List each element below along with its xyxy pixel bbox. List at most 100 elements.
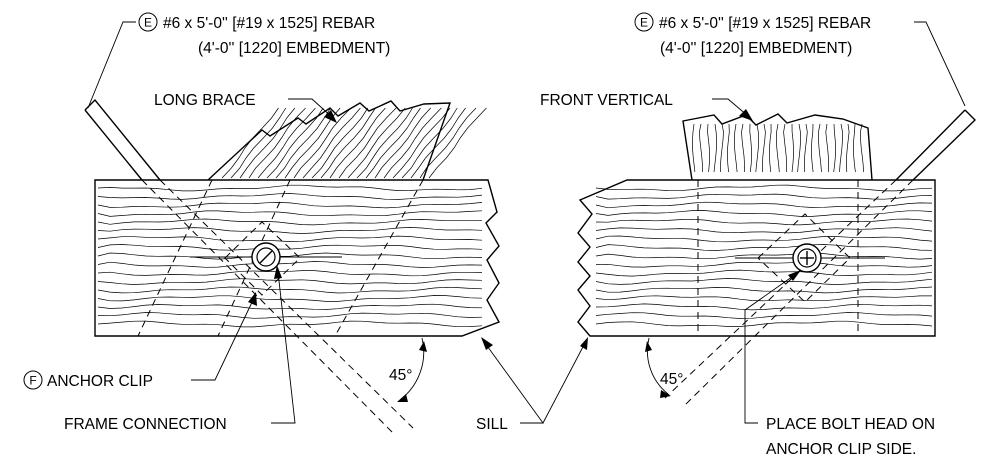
wood-grain-line [97, 261, 483, 268]
wood-grain-line [97, 303, 483, 310]
wood-grain-line [97, 278, 483, 285]
rebar-left-callout-line1: #6 x 5'-0'' [#19 x 1525] REBAR [163, 15, 375, 32]
wood-grain-line [428, 107, 487, 179]
wood-grain-line [356, 107, 413, 179]
wood-grain-line [266, 107, 324, 179]
wood-grain-line [338, 107, 397, 179]
wood-grain-line [825, 123, 829, 173]
wood-grain-line [595, 210, 933, 217]
wood-grain-line [97, 244, 483, 251]
wood-grain-line [595, 201, 933, 209]
wood-grain-line [97, 184, 483, 192]
wood-grain-line [595, 286, 933, 294]
wood-grain-line [860, 123, 864, 173]
left-bolt [190, 242, 342, 272]
wood-grain-line [846, 123, 850, 173]
wood-grain-line [329, 107, 386, 179]
wood-grain-line [741, 123, 745, 172]
wood-grain-line [410, 107, 466, 179]
wood-grain-line [97, 218, 482, 226]
rebar-left-tag: E [144, 16, 152, 30]
wood-grain-line [797, 123, 801, 173]
wood-grain-line [365, 107, 421, 179]
wood-grain-line [769, 123, 772, 173]
wood-grain-line [720, 123, 724, 173]
anchor-clip-tag: F [29, 374, 36, 388]
wood-grain-line [374, 107, 431, 179]
wood-grain-line [275, 107, 331, 179]
right-sill [577, 179, 936, 337]
wood-grain-line [839, 123, 843, 173]
wood-grain-line [248, 107, 306, 179]
wood-grain-line [97, 252, 483, 260]
rebar-right-tag-circle [634, 12, 654, 32]
wood-grain-line [595, 269, 933, 277]
wood-grain-line [595, 218, 933, 226]
wood-grain-line [692, 123, 696, 173]
rebar-left-tag-circle [138, 12, 158, 32]
wood-grain-line [97, 210, 483, 217]
wood-grain-line [707, 123, 710, 173]
wood-grain-line [320, 107, 376, 179]
wood-grain-line [221, 107, 279, 179]
wood-grain-line [97, 286, 483, 294]
rebar-right-callout-line1: #6 x 5'-0'' [#19 x 1525] REBAR [659, 15, 871, 32]
wood-grain-line [713, 123, 717, 173]
wood-grain-line [595, 303, 933, 311]
bolt-note-line2: ANCHOR CLIP SIDE. [766, 441, 916, 458]
left-sill [94, 179, 500, 337]
annotations: E #6 x 5'-0'' [#19 x 1525] REBAR (4'-0''… [23, 12, 935, 458]
wood-grain-line [97, 270, 483, 277]
wood-grain-line [311, 107, 369, 179]
wood-grain-line [804, 123, 808, 173]
wood-grain-line [783, 123, 787, 173]
angle-right-label: 45° [660, 371, 683, 388]
wood-grain-line [811, 123, 814, 173]
anchor-clip-tag-circle [23, 370, 43, 390]
wood-grain-line [239, 107, 296, 179]
wood-grain-line [97, 235, 483, 242]
wood-grain-line [595, 278, 933, 285]
wood-grain-line [734, 123, 738, 173]
anchor-clip-label: ANCHOR CLIP [47, 373, 153, 390]
wood-grain-line [791, 123, 794, 173]
wood-grain-line [97, 312, 483, 319]
wood-grain-line [97, 193, 483, 200]
rebar-right-tag: E [640, 16, 648, 30]
front-vertical-label: FRONT VERTICAL [540, 92, 673, 109]
wood-grain-line [818, 123, 822, 173]
wood-grain-line [755, 123, 759, 173]
wood-grain-line [776, 123, 780, 173]
wood-grain-line [401, 107, 458, 179]
wood-grain-line [97, 227, 483, 234]
bolt-note-line1: PLACE BOLT HEAD ON [766, 416, 935, 433]
wood-grain-line [595, 295, 932, 302]
wood-grain-line [347, 107, 406, 179]
wood-grain-line [392, 107, 451, 179]
wood-grain-line [257, 107, 316, 179]
wood-grain-line [595, 235, 933, 243]
wood-grain-line [595, 193, 933, 200]
wood-grain-line [749, 123, 752, 173]
rebar-right-callout-line2: (4'-0'' [1220] EMBEDMENT) [660, 40, 852, 57]
wood-grain-line [595, 312, 933, 319]
wood-grain-line [699, 123, 703, 173]
long-brace-label: LONG BRACE [154, 92, 256, 109]
frame-connection-label: FRAME CONNECTION [64, 416, 227, 433]
wood-grain-line [727, 123, 730, 173]
angle-dimensions [397, 337, 671, 402]
wood-grain-line [595, 227, 933, 234]
leaders [87, 21, 966, 424]
sill-label: SILL [476, 416, 508, 433]
front-vertical [682, 113, 873, 181]
wood-grain-line [595, 252, 933, 260]
wood-grain-line [383, 107, 442, 179]
angle-left-label: 45° [389, 367, 412, 384]
wood-grain-line [595, 261, 933, 268]
wood-grain-line [230, 107, 287, 179]
long-brace [207, 100, 487, 181]
wood-grain-line [833, 123, 836, 173]
wood-grain-line [97, 295, 483, 302]
wood-grain-line [595, 320, 933, 327]
